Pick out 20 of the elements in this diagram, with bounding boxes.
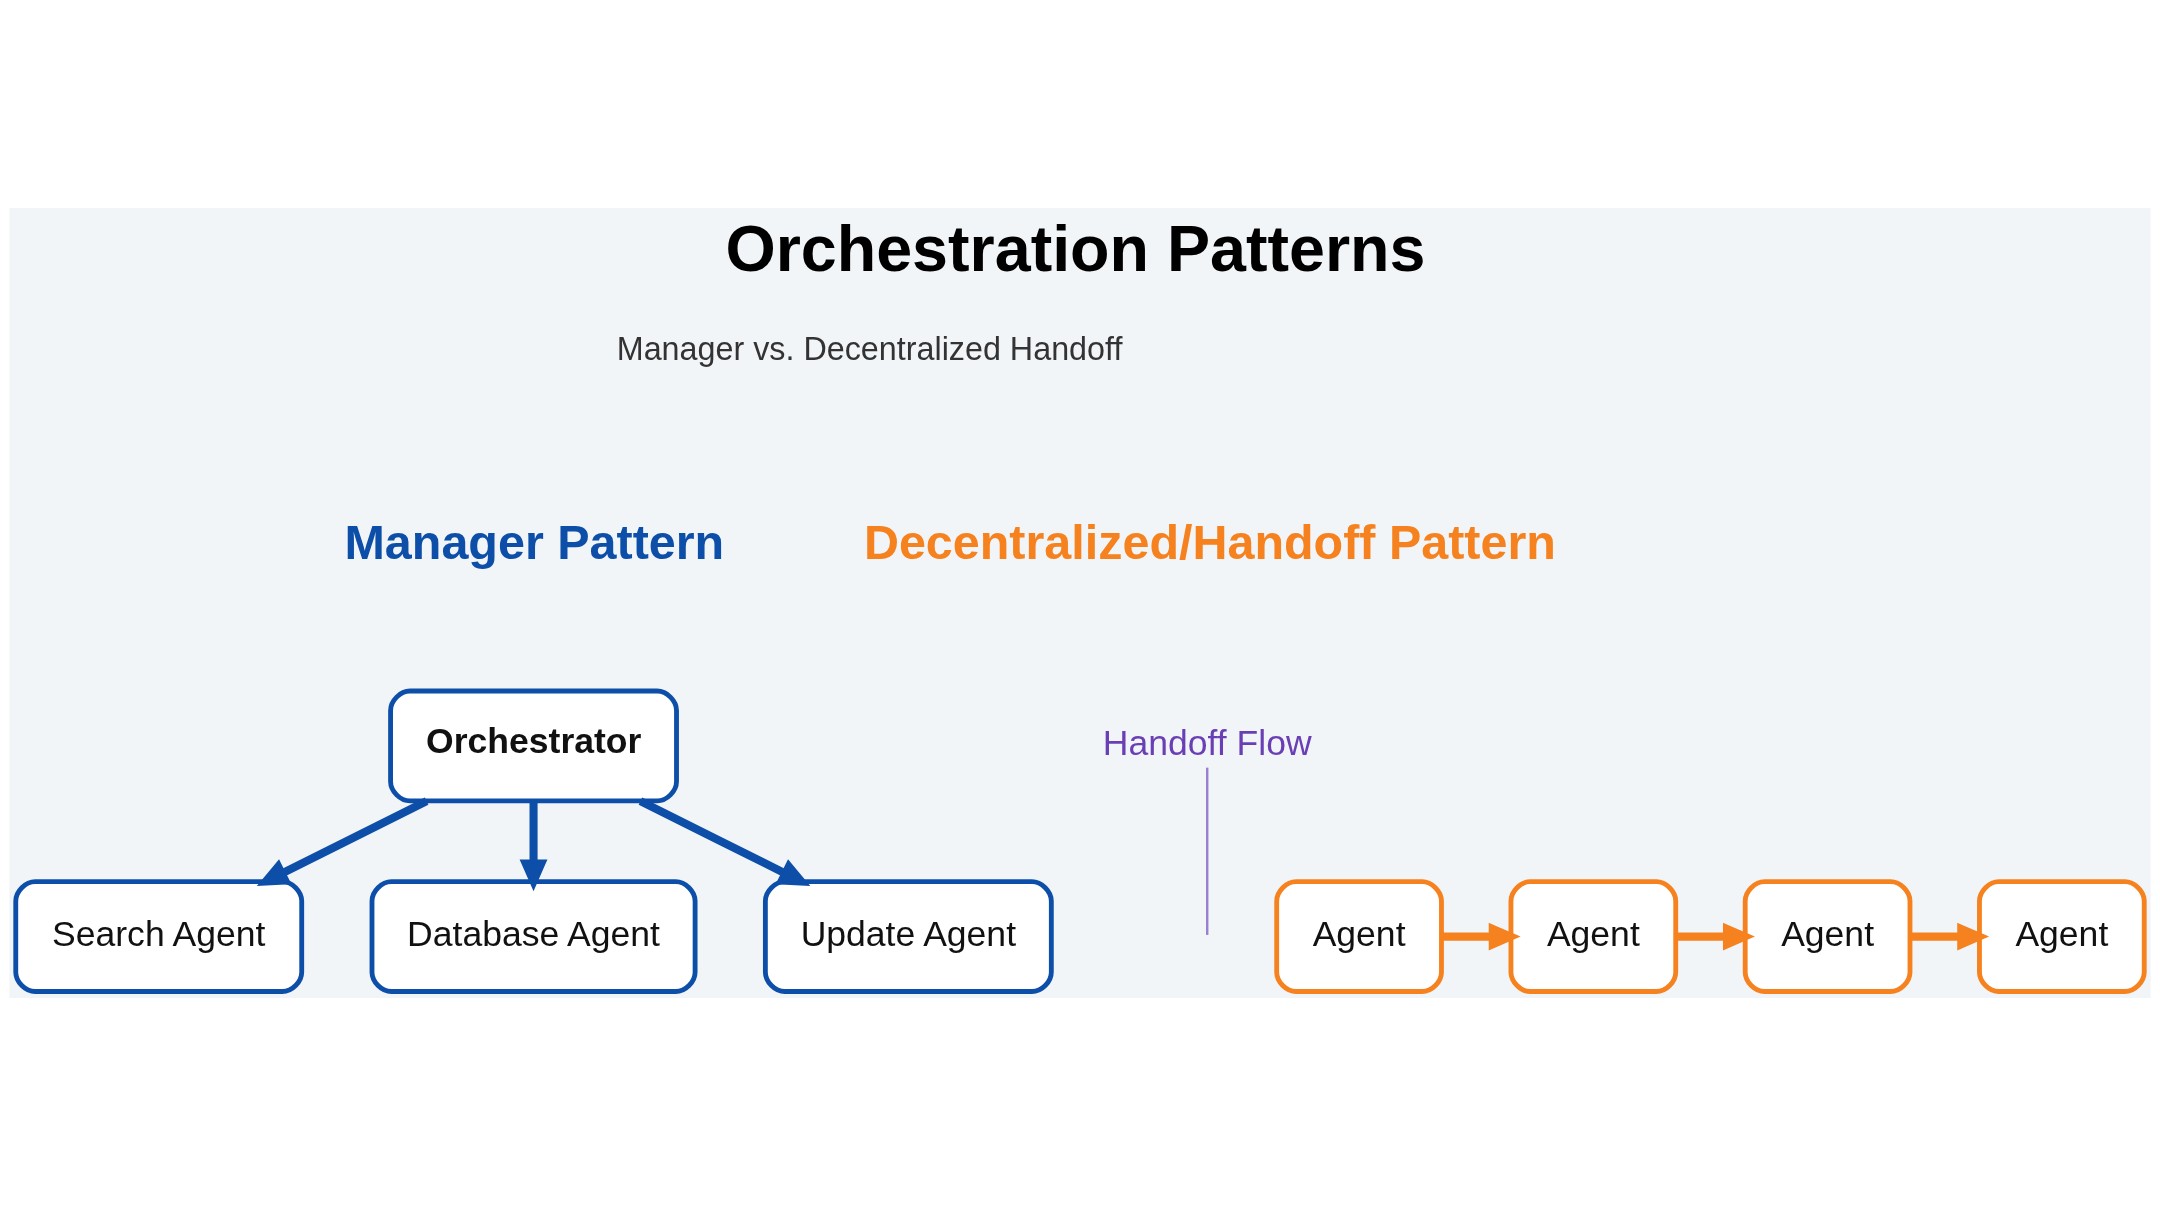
node-box: Update Agent: [762, 879, 1054, 994]
arrow: [256, 797, 429, 886]
diagram-title: Orchestration Patterns: [725, 213, 1426, 286]
node-box: Agent: [1742, 879, 1913, 994]
arrow: [1676, 922, 1755, 951]
connector: [1206, 767, 1209, 935]
node-box: Agent: [1274, 879, 1444, 994]
node-box: Agent: [1508, 879, 1679, 994]
arrow: [1910, 922, 1990, 951]
arrow: [1441, 922, 1521, 951]
arrow: [638, 797, 811, 886]
node-box: Search Agent: [13, 879, 305, 994]
arrow: [519, 801, 548, 892]
node-text: Handoff Flow: [1102, 723, 1312, 764]
node-box: Database Agent: [369, 879, 698, 994]
node-box: Orchestrator: [388, 688, 679, 804]
label: Manager Pattern: [344, 514, 725, 569]
label: Manager vs. Decentralized Handoff: [616, 330, 1123, 367]
node-box: Agent: [1977, 879, 2147, 994]
label: Decentralized/Handoff Pattern: [863, 514, 1556, 569]
